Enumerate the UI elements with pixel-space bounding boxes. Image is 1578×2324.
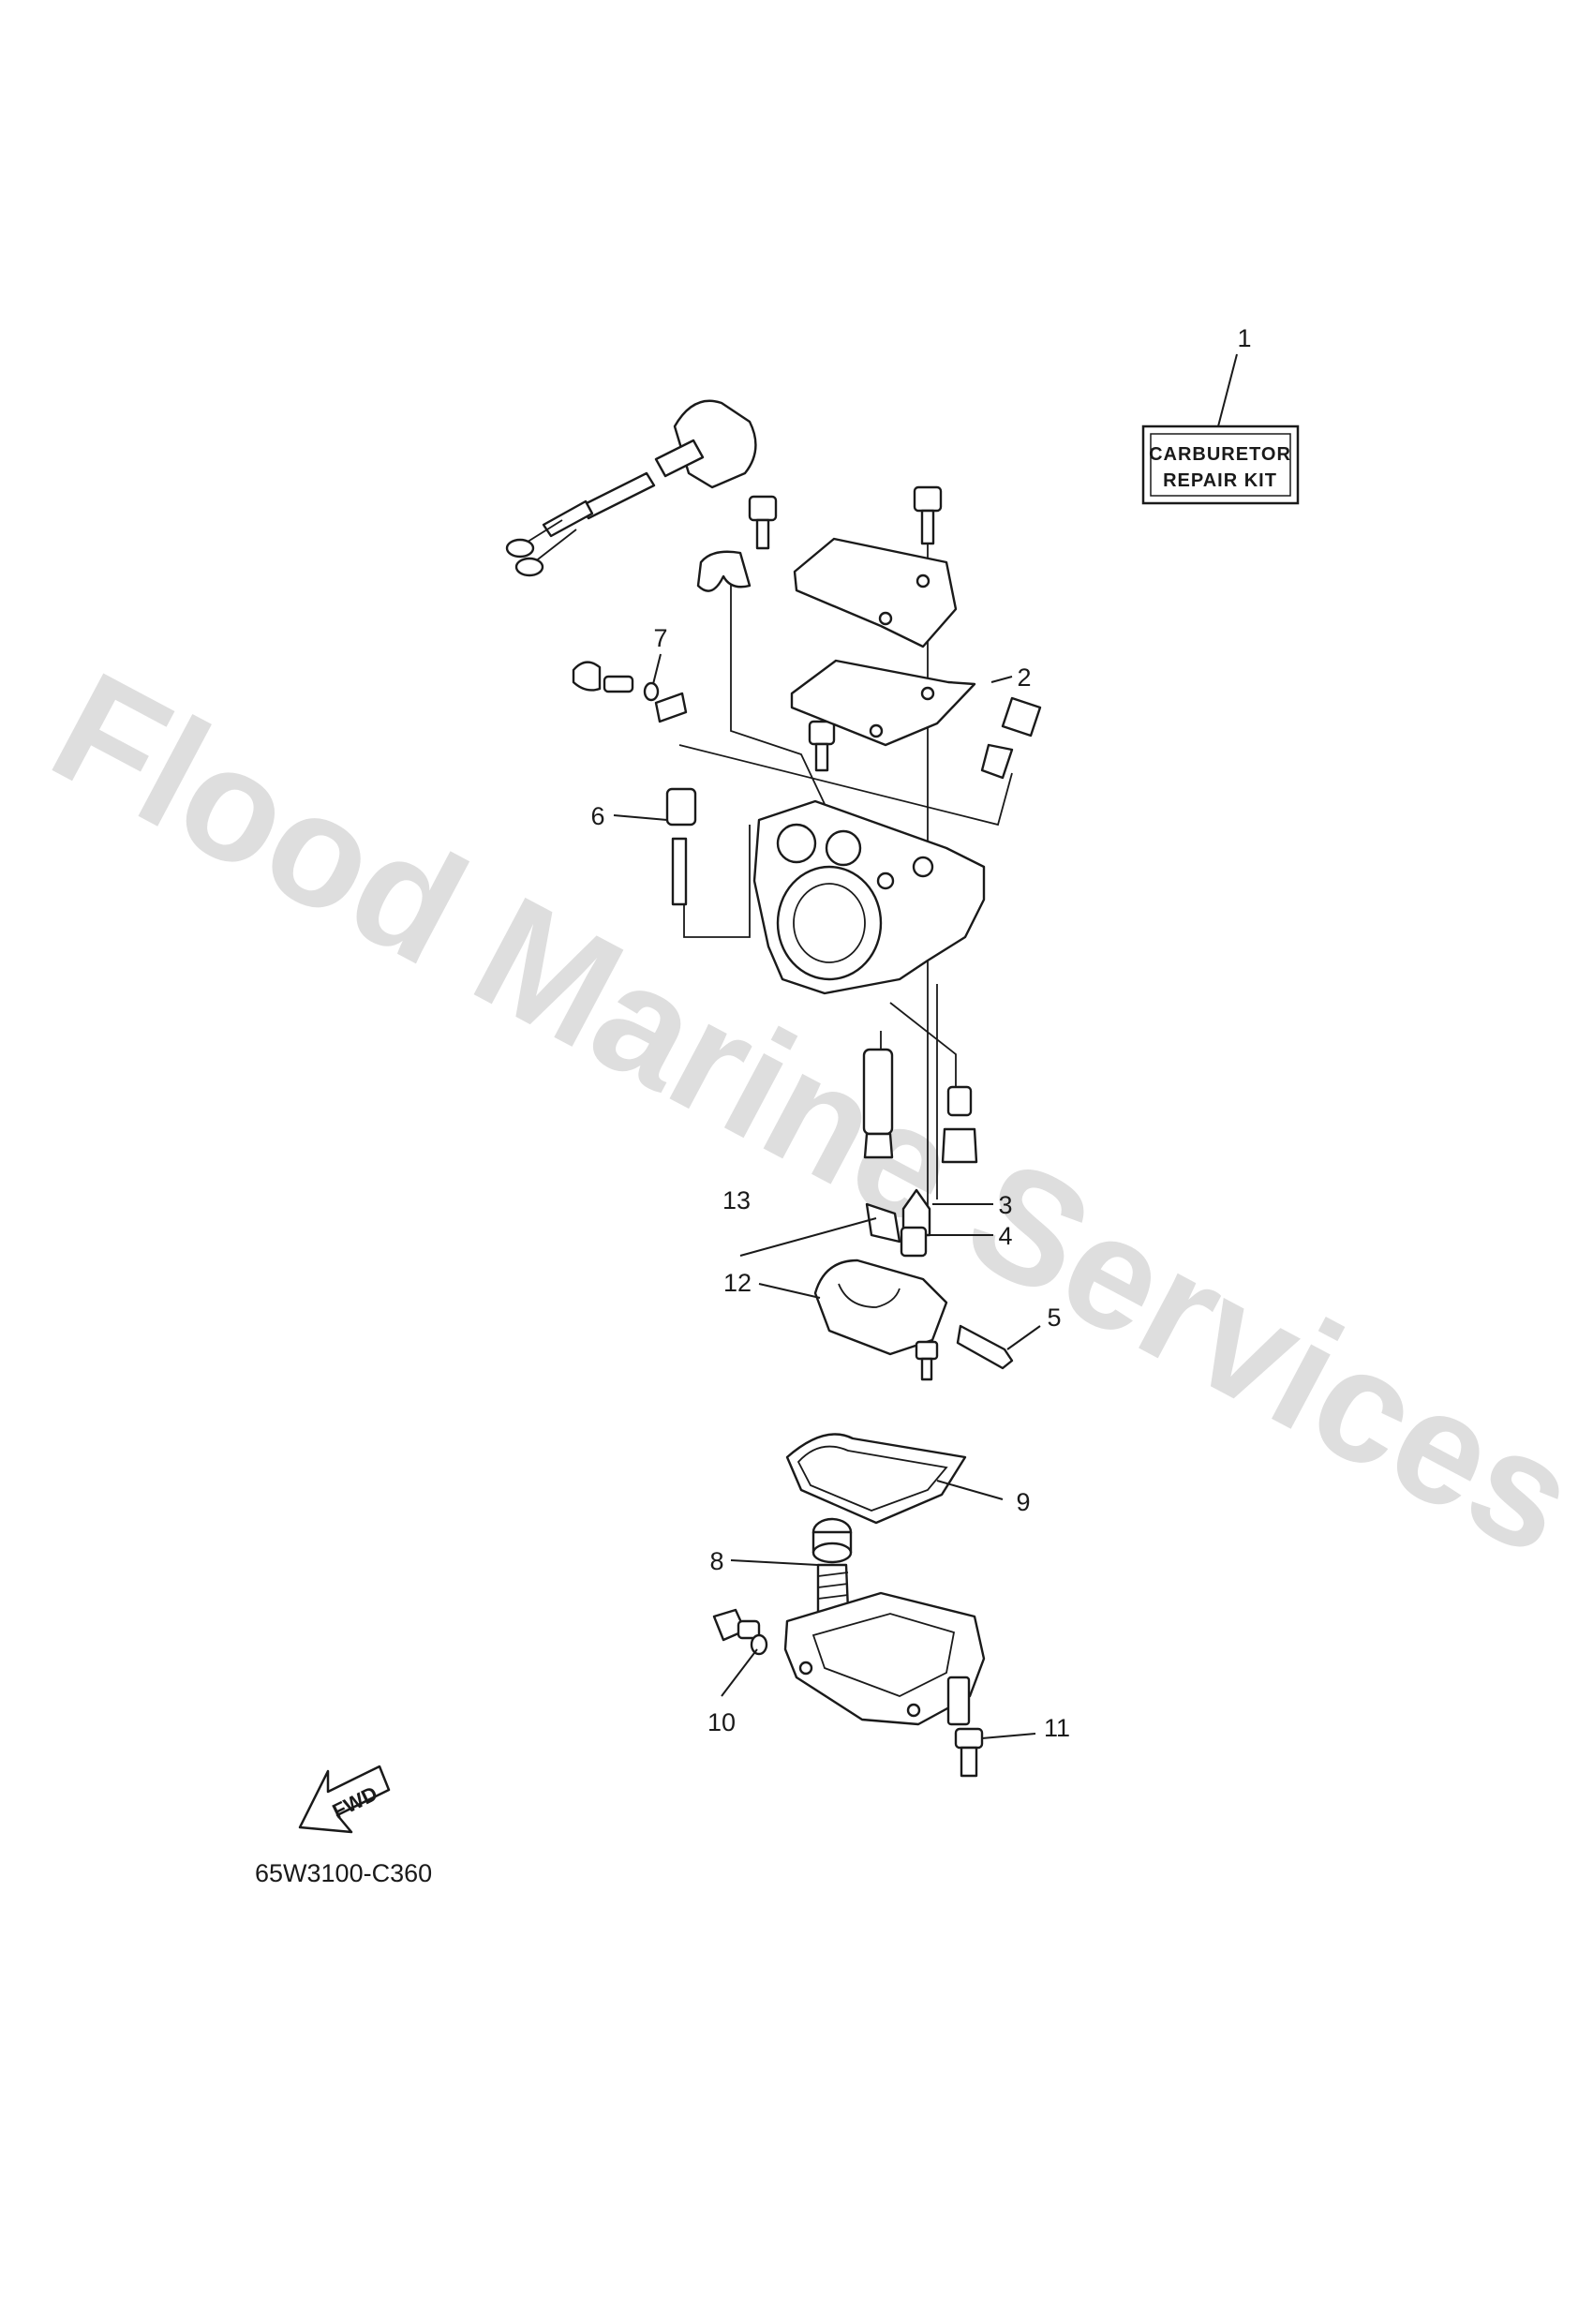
callout-2: 2 — [1017, 663, 1031, 692]
seat-4 — [900, 1226, 928, 1258]
callout-10: 10 — [707, 1708, 736, 1736]
float-chamber — [783, 1591, 986, 1726]
screws-top — [748, 485, 943, 772]
wire-connector — [505, 399, 757, 577]
cover-plate — [793, 537, 958, 648]
clip-13 — [865, 1202, 901, 1244]
washer-collar — [811, 1517, 853, 1564]
gasket-2 — [790, 659, 976, 747]
callout-7: 7 — [653, 624, 667, 652]
float-pin-5 — [956, 1324, 1014, 1370]
callout-11: 11 — [1044, 1714, 1070, 1742]
pilot-screw-assembly-7 — [572, 661, 688, 723]
fwd-arrow-icon: FWD — [298, 1765, 391, 1834]
callout-1: 1 — [1237, 324, 1251, 352]
callouts: 1 2 3 4 5 6 7 8 9 10 11 12 13 — [590, 324, 1251, 1742]
repair-kit-line1: CARBURETOR — [1149, 444, 1291, 465]
repair-kit-line2: REPAIR KIT — [1163, 470, 1277, 491]
carburetor-body — [752, 799, 986, 995]
diagram-code: 65W3100-C360 — [255, 1859, 432, 1887]
callout-4: 4 — [998, 1222, 1012, 1250]
callout-6: 6 — [590, 802, 604, 830]
main-jet-holder-6 — [665, 787, 697, 906]
callout-3: 3 — [998, 1191, 1012, 1219]
repair-kit-box: CARBURETOR REPAIR KIT — [1141, 425, 1300, 505]
gasket-10 — [750, 1633, 768, 1656]
screw-11 — [954, 1727, 984, 1778]
callout-8: 8 — [709, 1547, 723, 1575]
jets-under-body — [862, 1048, 978, 1164]
callout-9: 9 — [1016, 1488, 1030, 1516]
screw-float — [915, 1340, 939, 1381]
callout-12: 12 — [723, 1269, 752, 1297]
idle-screw-spring — [980, 696, 1042, 780]
callout-5: 5 — [1047, 1304, 1061, 1332]
leader-lines — [613, 353, 1238, 1739]
choke-lever — [696, 550, 752, 592]
gasket-9 — [785, 1433, 967, 1525]
drain-screw — [712, 1608, 761, 1642]
callout-13: 13 — [722, 1186, 751, 1214]
